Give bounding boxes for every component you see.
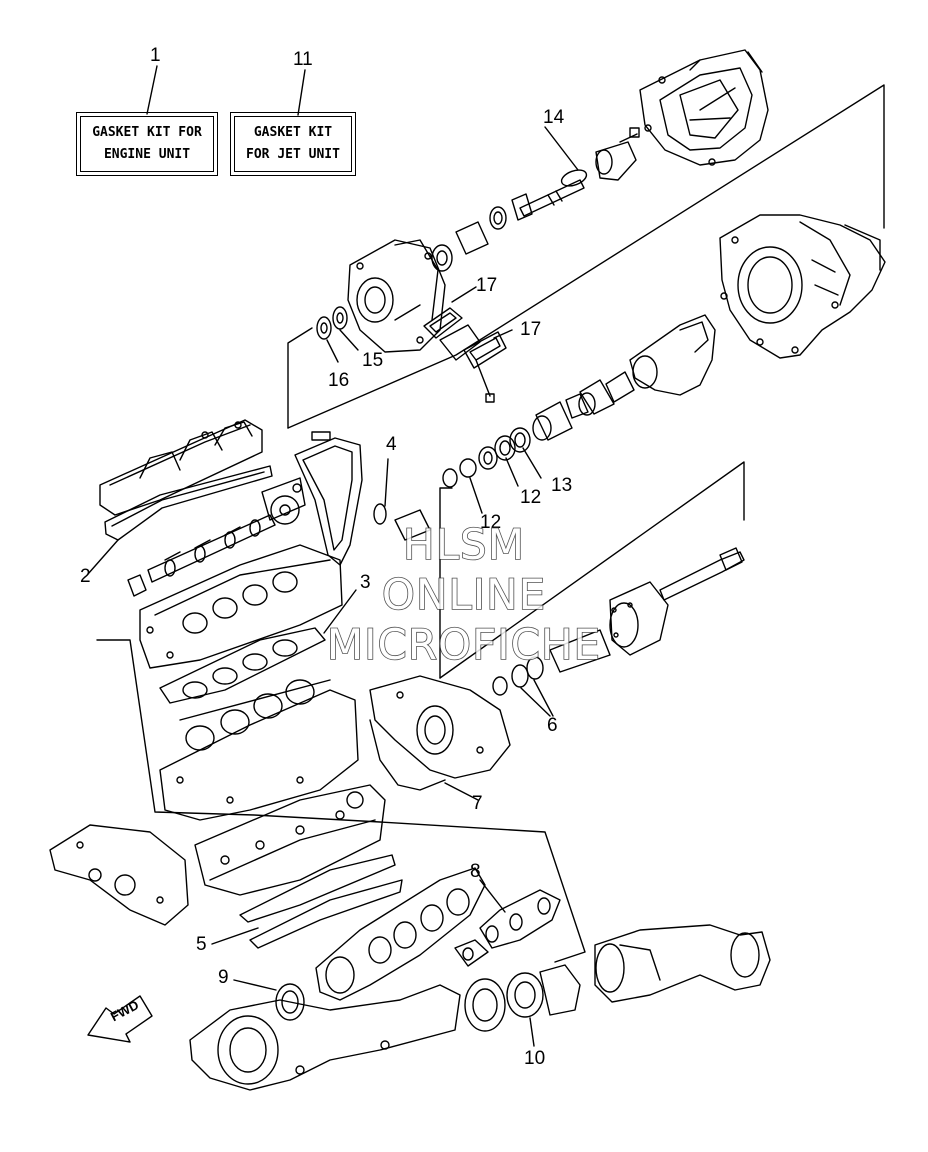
seal-16 xyxy=(316,316,332,340)
seal-15 xyxy=(332,306,348,330)
callout-4[interactable]: 4 xyxy=(386,434,397,455)
bolt-and-cap xyxy=(560,127,640,187)
crankcase-gasket xyxy=(239,854,396,923)
impeller-shaft xyxy=(431,179,585,272)
callout-14[interactable]: 14 xyxy=(543,107,565,128)
callout-16[interactable]: 16 xyxy=(328,370,350,391)
water-box xyxy=(594,924,771,1003)
callout-6[interactable]: 6 xyxy=(547,715,558,736)
fwd-arrow-icon xyxy=(87,995,153,1043)
callout-1[interactable]: 1 xyxy=(150,45,161,66)
drive-group xyxy=(87,461,771,1091)
kit-11-leader xyxy=(297,69,306,116)
callout-12-left[interactable]: 12 xyxy=(480,512,502,533)
watermark-line3: MICROFICHE xyxy=(326,619,602,670)
chain-tensioner xyxy=(373,458,431,541)
nozzle-housing xyxy=(639,49,769,166)
callout-12-right[interactable]: 12 xyxy=(520,487,542,508)
kit-11-line1: GASKET KIT xyxy=(253,125,333,140)
exhaust-pipe xyxy=(189,984,461,1091)
callout-11[interactable]: 11 xyxy=(293,49,313,70)
callout-3[interactable]: 3 xyxy=(360,572,371,593)
jet-unit-group xyxy=(287,49,886,514)
gasket-kit-jet-box[interactable]: GASKET KIT FOR JET UNIT xyxy=(230,112,356,176)
gasket-kit-engine-box[interactable]: GASKET KIT FOR ENGINE UNIT xyxy=(76,112,218,176)
engine-group xyxy=(49,419,586,963)
jet-sleeves xyxy=(442,379,615,488)
callout-7[interactable]: 7 xyxy=(472,793,483,814)
valve-cover xyxy=(99,419,263,516)
cylinder-block xyxy=(159,679,359,821)
callout-2[interactable]: 2 xyxy=(80,566,91,587)
pto-housing xyxy=(369,675,511,791)
kit-1-line1: GASKET KIT FOR xyxy=(92,125,202,140)
kit-11-line2: FOR JET UNIT xyxy=(246,147,340,162)
kit-1-leader xyxy=(146,65,158,115)
valve-cover-gasket xyxy=(104,465,273,541)
head-gasket xyxy=(159,627,326,704)
kit-1-line2: ENGINE UNIT xyxy=(103,147,191,162)
exhaust-manifold xyxy=(315,867,486,1001)
callout-10[interactable]: 10 xyxy=(524,1048,546,1069)
timing-chain xyxy=(294,431,363,566)
valve-block xyxy=(439,324,507,403)
gasket-9 xyxy=(275,983,305,1021)
callout-17-lower[interactable]: 17 xyxy=(520,319,542,340)
intake-elbow xyxy=(605,314,716,403)
camshafts xyxy=(127,514,276,597)
pump-housing xyxy=(347,239,446,353)
exhaust-joint xyxy=(464,964,581,1032)
watermark-line2: ONLINE xyxy=(381,569,547,620)
watermark-line1: HLSM xyxy=(402,519,525,570)
coupler xyxy=(609,581,669,656)
jet-frame-line xyxy=(287,327,313,429)
crankcase xyxy=(194,784,386,896)
callout-15[interactable]: 15 xyxy=(362,350,384,371)
cylinder-head xyxy=(139,544,343,669)
jet-intake-housing xyxy=(719,214,886,359)
callout-17-upper[interactable]: 17 xyxy=(476,275,498,296)
callout-8[interactable]: 8 xyxy=(470,861,481,882)
callout-9[interactable]: 9 xyxy=(218,967,229,988)
manifold-gaskets xyxy=(454,889,561,967)
cam-sprocket xyxy=(261,477,306,525)
side-cover xyxy=(49,824,189,926)
gasket-17-upper xyxy=(423,307,463,339)
callout-5[interactable]: 5 xyxy=(196,934,207,955)
callout-13[interactable]: 13 xyxy=(551,475,573,496)
